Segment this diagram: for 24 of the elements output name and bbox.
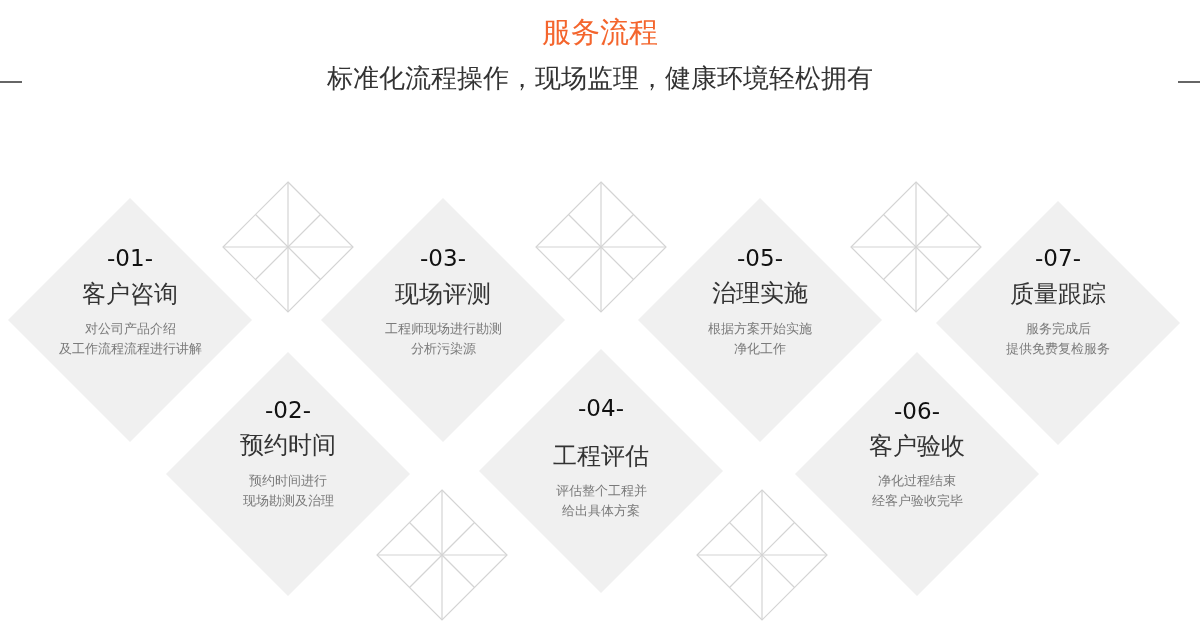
step-title: 质量跟踪 [1010, 279, 1106, 309]
step-description: 服务完成后提供免费复检服务 [1006, 320, 1110, 358]
step-title: 现场评测 [395, 279, 491, 309]
step-description: 净化过程结束经客户验收完毕 [871, 472, 963, 510]
step-diamond [479, 349, 723, 593]
step-number: -04- [578, 394, 624, 422]
step-number: -06- [894, 397, 940, 425]
step-number: -03- [420, 244, 466, 272]
step-description: 预约时间进行现场勘测及治理 [242, 472, 334, 510]
step-description: 对公司产品介绍及工作流程流程进行讲解 [58, 320, 202, 358]
step-number: -02- [265, 396, 311, 424]
step-number: -01- [107, 244, 153, 272]
subtitle: 标准化流程操作，现场监理，健康环境轻松拥有 [327, 62, 873, 95]
step-title: 客户咨询 [82, 279, 178, 309]
step-number: -07- [1035, 244, 1081, 272]
diagram-title: 服务流程 [542, 14, 658, 50]
step-title: 客户验收 [869, 431, 965, 461]
step-title: 工程评估 [553, 441, 649, 471]
step-title: 治理实施 [712, 278, 808, 308]
step-description: 工程师现场进行勘测分析污染源 [384, 320, 502, 358]
step-description: 根据方案开始实施净化工作 [708, 320, 812, 358]
step-description: 评估整个工程并给出具体方案 [555, 482, 647, 520]
step-number: -05- [737, 244, 783, 272]
step-title: 预约时间 [240, 430, 336, 460]
